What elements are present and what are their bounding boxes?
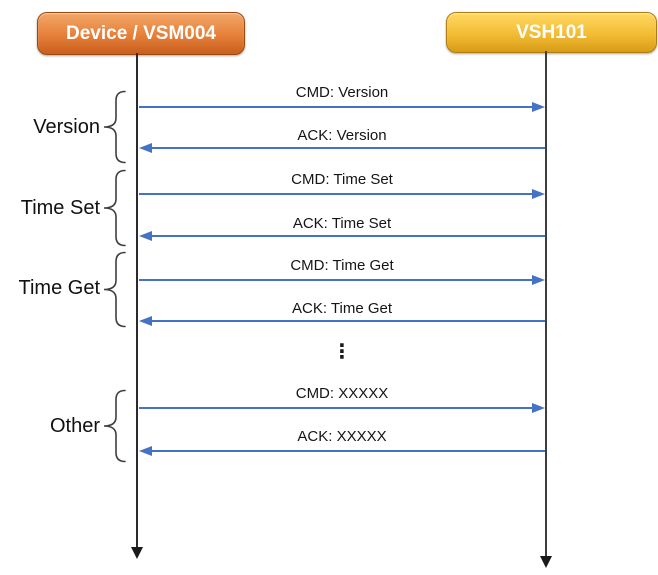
actor-device-label: Device / VSM004 <box>66 22 216 44</box>
arrowhead-left-icon <box>139 231 152 241</box>
message-arrow-ack-version <box>152 147 545 149</box>
message-arrow-ack-xxxxx <box>152 450 545 452</box>
message-label: CMD: XXXXX <box>295 385 389 402</box>
actor-vsh101-label: VSH101 <box>516 21 587 43</box>
message-arrow-cmd-version <box>139 106 532 108</box>
brace-other <box>103 389 126 463</box>
message-label: ACK: Time Set <box>292 215 392 232</box>
message-label: ACK: Time Get <box>291 300 393 317</box>
message-label: ACK: XXXXX <box>297 428 387 445</box>
message-label: CMD: Version <box>295 84 389 101</box>
lifeline-vsh101 <box>545 51 547 556</box>
group-label-other: Other <box>49 415 100 437</box>
actor-vsh101: VSH101 <box>446 12 657 53</box>
brace-version <box>103 90 126 164</box>
vertical-ellipsis: ⋮ <box>332 339 352 363</box>
message-arrow-ack-time-get <box>152 320 545 322</box>
message-label: CMD: Time Set <box>291 171 393 188</box>
arrowhead-left-icon <box>139 446 152 456</box>
arrowhead-right-icon <box>532 403 545 413</box>
arrowhead-left-icon <box>139 143 152 153</box>
actor-device-vsm004: Device / VSM004 <box>37 12 245 55</box>
arrowhead-left-icon <box>139 316 152 326</box>
lifeline-vsh101-arrow-icon <box>540 556 552 568</box>
message-label: CMD: Time Get <box>290 257 394 274</box>
group-label-time-get: Time Get <box>18 277 101 299</box>
group-label-version: Version <box>33 116 100 138</box>
lifeline-device <box>136 53 138 547</box>
message-arrow-cmd-xxxxx <box>139 407 532 409</box>
message-arrow-ack-time-set <box>152 235 545 237</box>
message-label: ACK: Version <box>297 127 387 144</box>
lifeline-device-arrow-icon <box>131 547 143 559</box>
arrowhead-right-icon <box>532 102 545 112</box>
group-label-time-set: Time Set <box>20 197 100 219</box>
brace-time-get <box>103 251 126 328</box>
arrowhead-right-icon <box>532 189 545 199</box>
message-arrow-cmd-time-get <box>139 279 532 281</box>
arrowhead-right-icon <box>532 275 545 285</box>
message-arrow-cmd-time-set <box>139 193 532 195</box>
brace-time-set <box>103 169 126 247</box>
